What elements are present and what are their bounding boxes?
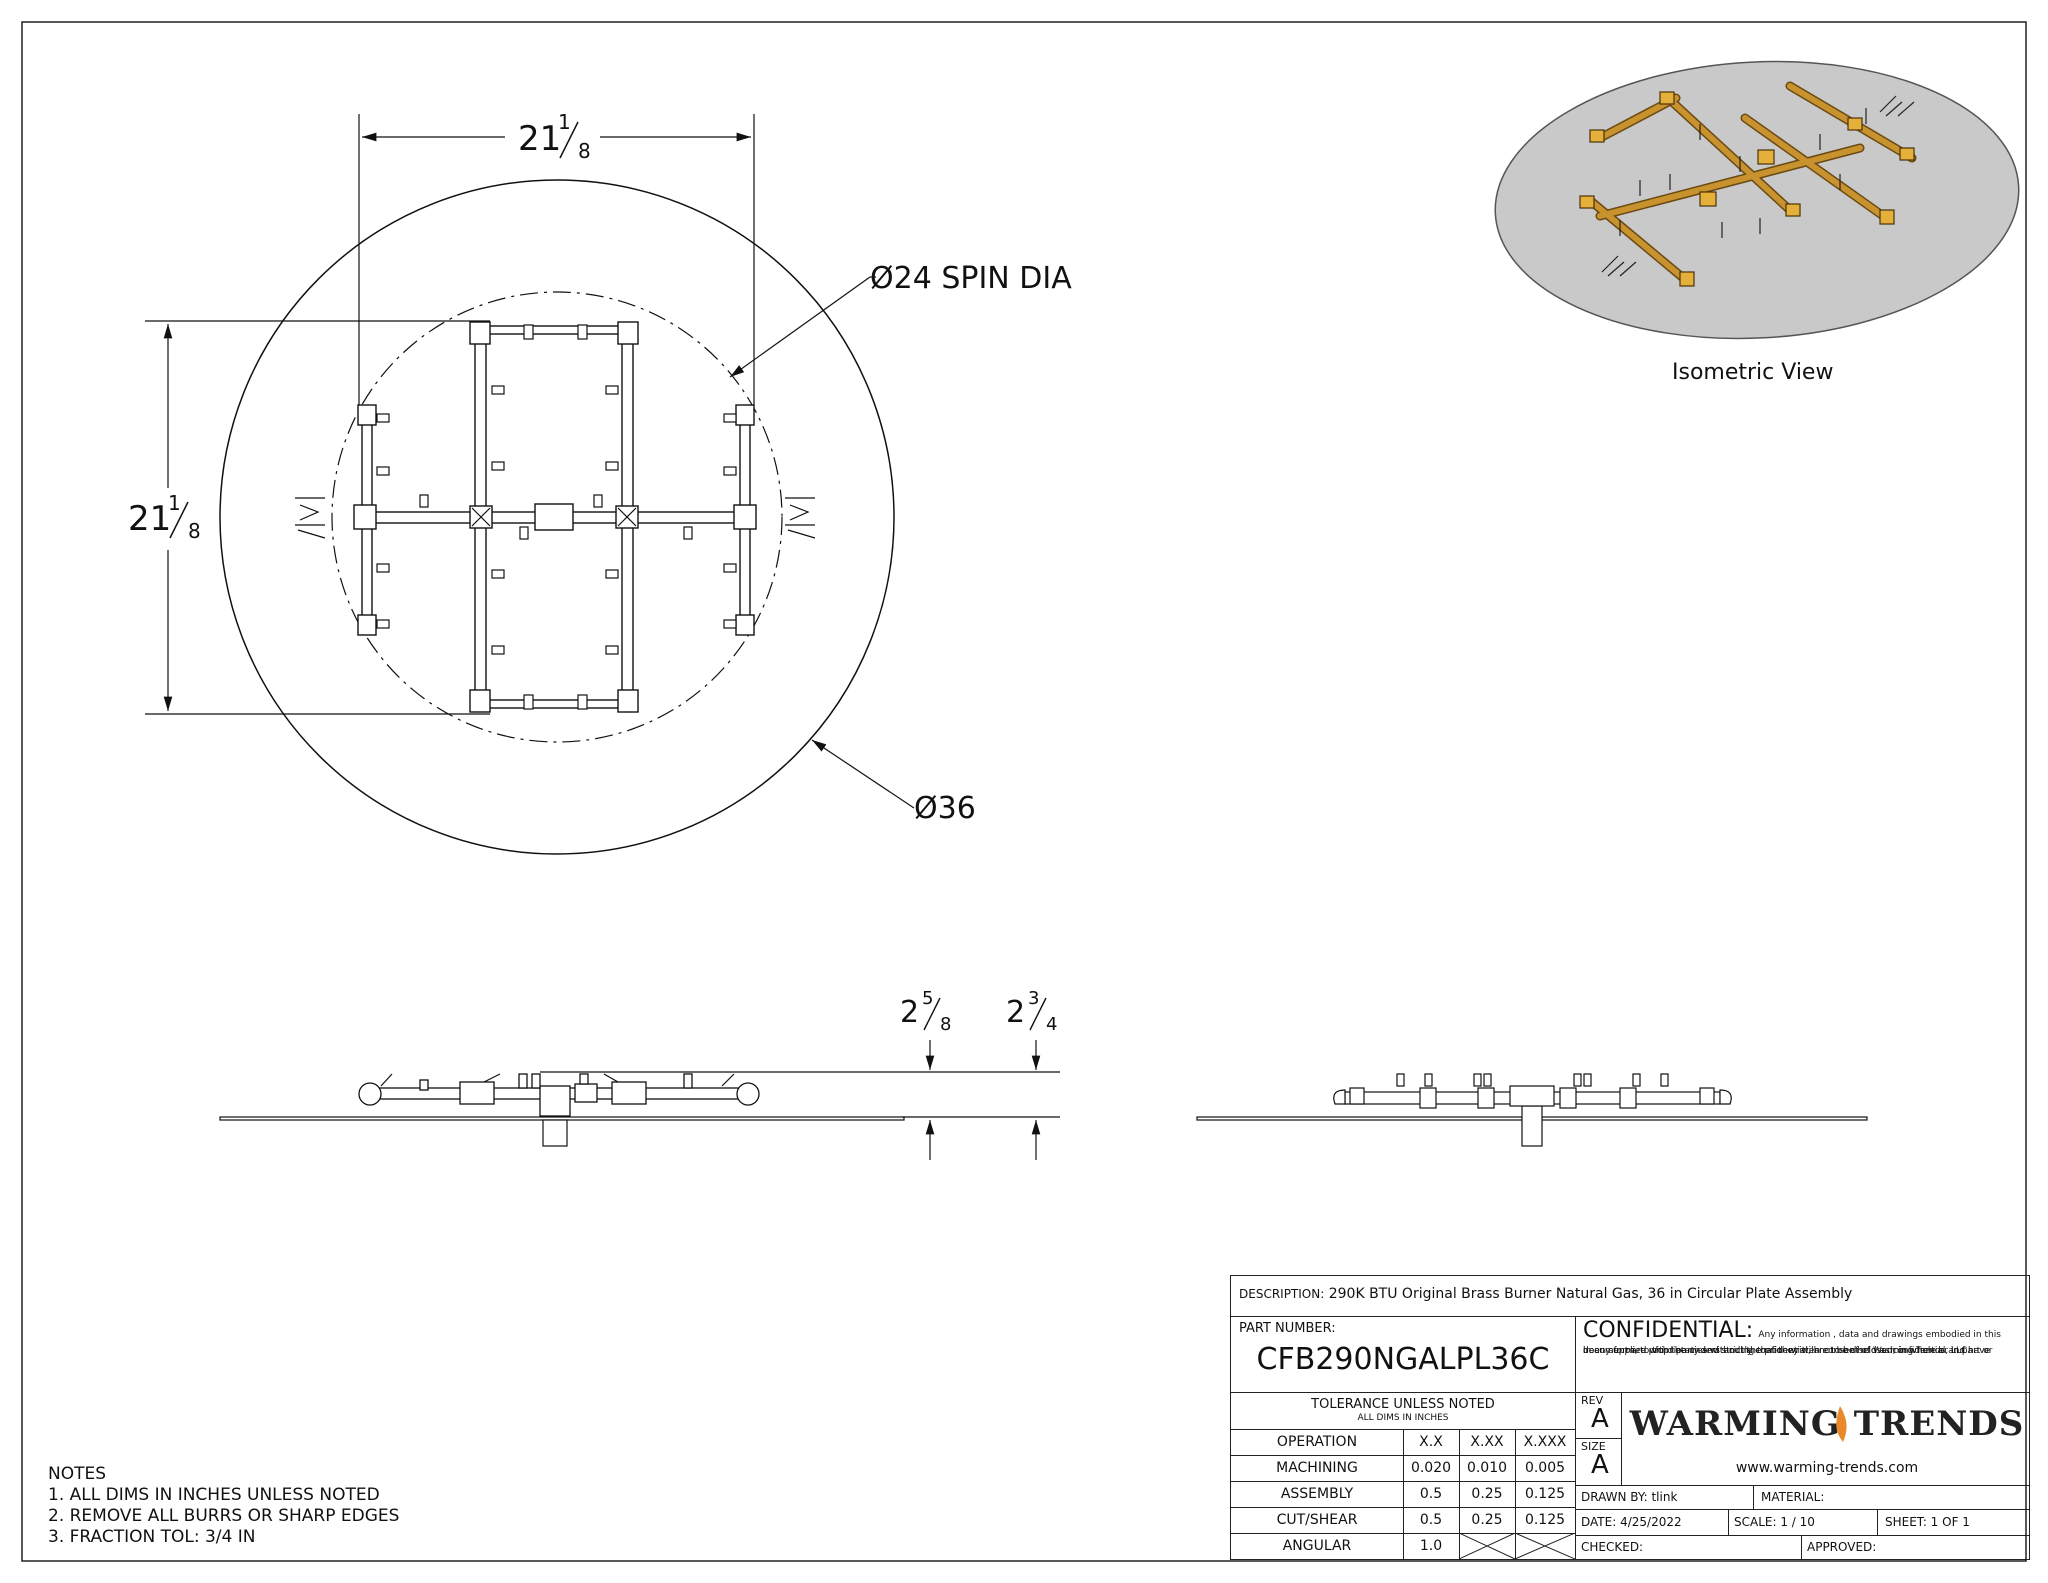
front-height-lines: [540, 1040, 1060, 1160]
tol-angular-value: 1.0: [1419, 1538, 1443, 1554]
total-height-num: 3: [1028, 988, 1039, 1009]
note-1: 1. ALL DIMS IN INCHES UNLESS NOTED: [48, 1485, 380, 1505]
confidential-line-1: document are proprietary and strictly co…: [1583, 1346, 1991, 1356]
rev-label: REV: [1581, 1394, 1604, 1407]
tol-row-1-b: 0.010: [1466, 1460, 1508, 1476]
sheet-border: [21, 21, 2027, 1562]
tol-row-1-c: 0.005: [1524, 1460, 1566, 1476]
description-text: 290K BTU Original Brass Burner Natural G…: [1328, 1286, 1853, 1302]
height-dimension-den: 8: [188, 519, 201, 543]
spin-dia-leader: [729, 276, 871, 378]
iso-jets: [1619, 108, 1867, 238]
notes-title: NOTES: [48, 1464, 107, 1484]
width-dimension-num: 1: [558, 110, 571, 134]
title-block: DESCRIPTION: 290K BTU Original Brass Bur…: [1230, 1275, 2030, 1560]
isometric-view: [1494, 60, 2020, 340]
height-dimension-lines: [145, 320, 490, 715]
scale: SCALE: 1 / 10: [1734, 1515, 1815, 1529]
date: DATE: 4/25/2022: [1581, 1515, 1682, 1529]
part-number-label: PART NUMBER:: [1239, 1321, 1336, 1336]
tol-header-xxxx: X.XXX: [1523, 1434, 1567, 1450]
notes: NOTES 1. ALL DIMS IN INCHES UNLESS NOTED…: [48, 1464, 399, 1548]
tol-row-2-a: 0.5: [1419, 1486, 1443, 1502]
side-burner-outline: [1333, 1073, 1732, 1109]
tol-row-3-b: 0.25: [1471, 1512, 1503, 1528]
tol-row-3-a: 0.5: [1419, 1512, 1443, 1528]
material: MATERIAL:: [1761, 1490, 1825, 1504]
confidential-line-3: in any form, to third parties without th…: [1583, 1346, 1971, 1356]
tolerance-title: TOLERANCE UNLESS NOTED: [1311, 1397, 1495, 1412]
tol-angular-label: ANGULAR: [1282, 1538, 1352, 1554]
width-dimension-lines: [358, 114, 755, 405]
confidential-heading: CONFIDENTIAL: Any information , data and…: [1583, 1318, 2023, 1343]
burner-top-outline: [353, 321, 757, 713]
tol-header-operation: OPERATION: [1276, 1434, 1358, 1450]
flame-icon: [1831, 1404, 1849, 1444]
confidential-line-2: been supplied with the understanding tha…: [1583, 1346, 1993, 1356]
total-height-den: 4: [1046, 1014, 1057, 1035]
warming-trends-logo: WARMING TRENDS: [1629, 1404, 2025, 1444]
side-view: [1196, 1073, 1868, 1147]
height-dimension-whole: 21: [128, 499, 171, 539]
plate-dia-label: Ø36: [914, 791, 976, 826]
burner-height-den: 8: [940, 1014, 951, 1035]
height-fraction-bar: [169, 501, 189, 539]
confidential-lead: Any information , data and drawings embo…: [1758, 1330, 2001, 1340]
wt-logo-mark: [295, 497, 816, 539]
burner-height-whole: 2: [900, 995, 919, 1030]
part-number: CFB290NGALPL36C: [1256, 1342, 1550, 1377]
spin-diameter-circle: [331, 291, 783, 743]
note-2: 2. REMOVE ALL BURRS OR SHARP EDGES: [48, 1506, 400, 1526]
drawn-by: DRAWN BY: tlink: [1581, 1490, 1678, 1504]
tol-header-xxx: X.XX: [1470, 1434, 1504, 1450]
tol-header-xx: X.X: [1419, 1434, 1443, 1450]
approved: APPROVED:: [1807, 1540, 1877, 1554]
website-link[interactable]: www.warming-trends.com: [1735, 1460, 1919, 1476]
description-row: DESCRIPTION: 290K BTU Original Brass Bur…: [1239, 1286, 1852, 1302]
size-label: SIZE: [1581, 1440, 1606, 1453]
tol-row-1-a: 0.020: [1410, 1460, 1452, 1476]
plate-dia-leader: [811, 739, 915, 809]
checked: CHECKED:: [1581, 1540, 1644, 1554]
height-dimension-num: 1: [168, 491, 181, 515]
description-label: DESCRIPTION:: [1239, 1287, 1325, 1301]
note-3: 3. FRACTION TOL: 3/4 IN: [48, 1527, 256, 1547]
plate-outline: [219, 179, 895, 855]
size-value: A: [1591, 1450, 1609, 1480]
width-dimension-den: 8: [578, 139, 591, 163]
width-fraction-bar: [559, 121, 579, 159]
jet-ports: [376, 324, 737, 710]
spin-dia-label: Ø24 SPIN DIA: [870, 261, 1072, 296]
sheet-number: SHEET: 1 OF 1: [1885, 1515, 1970, 1529]
cross-fitting-marks: [471, 507, 637, 527]
burner-height-num: 5: [922, 988, 933, 1009]
tol-row-1-op: MACHINING: [1276, 1460, 1358, 1476]
tol-row-3-op: CUT/SHEAR: [1276, 1512, 1358, 1528]
burner-front-outline: [358, 1073, 760, 1117]
front-view: 2 5 8 2 3 4: [219, 988, 1060, 1160]
iso-plate: [1494, 60, 2020, 340]
tol-row-2-c: 0.125: [1524, 1486, 1566, 1502]
gas-inlet: [542, 1119, 568, 1147]
tol-row-2-b: 0.25: [1471, 1486, 1503, 1502]
width-dimension-whole: 21: [518, 119, 561, 159]
angular-empty-cells: [1459, 1533, 1575, 1559]
confidential-title: CONFIDENTIAL:: [1583, 1318, 1754, 1343]
tolerance-subtitle: ALL DIMS IN INCHES: [1357, 1413, 1449, 1423]
top-view: 21 1 8 21 1 8 Ø24 SPIN DIA Ø36: [128, 110, 1072, 855]
isometric-view-label: Isometric View: [1672, 360, 1834, 385]
total-height-whole: 2: [1006, 995, 1025, 1030]
iso-wt-logo-mark: [1601, 95, 1915, 277]
side-gas-inlet: [1521, 1105, 1543, 1147]
tol-row-2-op: ASSEMBLY: [1280, 1486, 1354, 1502]
rev-value: A: [1591, 1404, 1609, 1434]
tol-row-3-c: 0.125: [1524, 1512, 1566, 1528]
